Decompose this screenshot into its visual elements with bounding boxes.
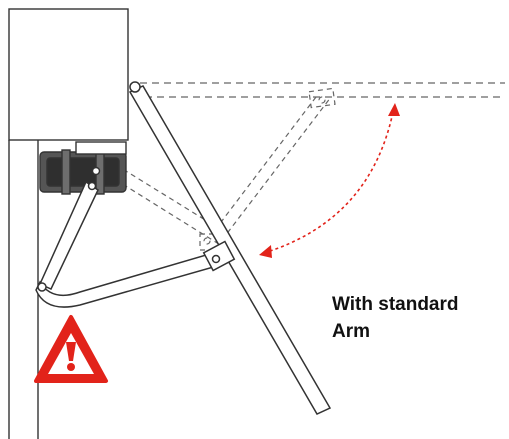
caption-line-2: Arm [332,321,371,342]
caption-line-1: With standard [332,294,459,315]
gate-leaf-open [128,81,332,415]
closed-position-guide-lines [140,82,505,98]
operator-motor [39,141,127,195]
warning-triangle-icon [34,315,108,383]
diagram-caption: With standard Arm [332,291,502,345]
standard-arm [35,180,218,308]
wall-frame [8,8,129,439]
swing-motion-arrow [259,103,400,258]
